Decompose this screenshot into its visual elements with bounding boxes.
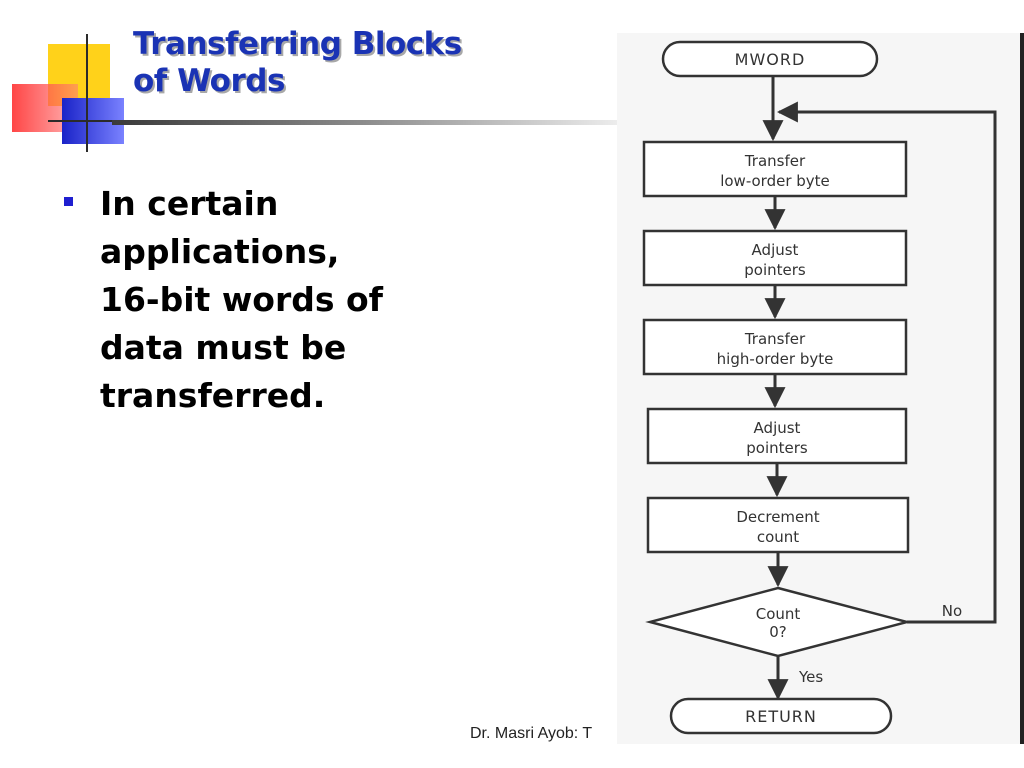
step5-line1: Decrement bbox=[736, 508, 819, 526]
step2-line1: Adjust bbox=[752, 241, 799, 259]
step1-line1: Transfer bbox=[744, 152, 806, 170]
bullet-line-2: applications, bbox=[100, 232, 340, 271]
step-adjust-pointers-2 bbox=[646, 407, 908, 465]
title-underline-rule bbox=[112, 120, 617, 125]
slide-footer: Dr. Masri Ayob: T bbox=[470, 725, 593, 742]
bullet-line-3: 16-bit words of bbox=[100, 280, 384, 319]
step5-line2: count bbox=[757, 528, 799, 546]
step3-line1: Transfer bbox=[744, 330, 806, 348]
bullet-line-1: In certain bbox=[100, 184, 279, 223]
decor-vertical-line bbox=[86, 34, 88, 152]
decor-horizontal-line bbox=[48, 120, 136, 122]
no-label: No bbox=[942, 602, 962, 620]
step4-line2: pointers bbox=[746, 439, 808, 457]
step1-line2: low-order byte bbox=[720, 172, 830, 190]
start-terminal bbox=[661, 40, 879, 78]
bullet-text: In certain applications, 16-bit words of… bbox=[100, 180, 383, 420]
slide-title-line-2: of Words bbox=[133, 63, 285, 99]
loop-no-path bbox=[776, 101, 997, 624]
decision-line1: Count bbox=[756, 605, 801, 623]
bullet-line-5: transferred. bbox=[100, 376, 326, 415]
return-terminal bbox=[669, 697, 893, 735]
slide-title-line-1: Transferring Blocks bbox=[133, 26, 462, 62]
bullet-square-icon bbox=[64, 197, 73, 206]
step-adjust-pointers-1 bbox=[642, 229, 908, 287]
bullet-line-4: data must be bbox=[100, 328, 347, 367]
decision-line2: 0? bbox=[769, 623, 787, 641]
start-label: MWORD bbox=[735, 50, 806, 69]
step-decrement-count bbox=[646, 496, 910, 554]
right-border bbox=[1020, 33, 1024, 744]
flowchart: MWORD Transfer low-order byte Adjust poi… bbox=[642, 40, 997, 735]
yes-label: Yes bbox=[798, 668, 823, 686]
step-transfer-low bbox=[642, 140, 908, 198]
step4-line1: Adjust bbox=[754, 419, 801, 437]
return-label: RETURN bbox=[745, 707, 817, 726]
slide-title: Transferring Blocks of Words bbox=[133, 26, 462, 100]
step2-line2: pointers bbox=[744, 261, 806, 279]
step3-line2: high-order byte bbox=[717, 350, 834, 368]
